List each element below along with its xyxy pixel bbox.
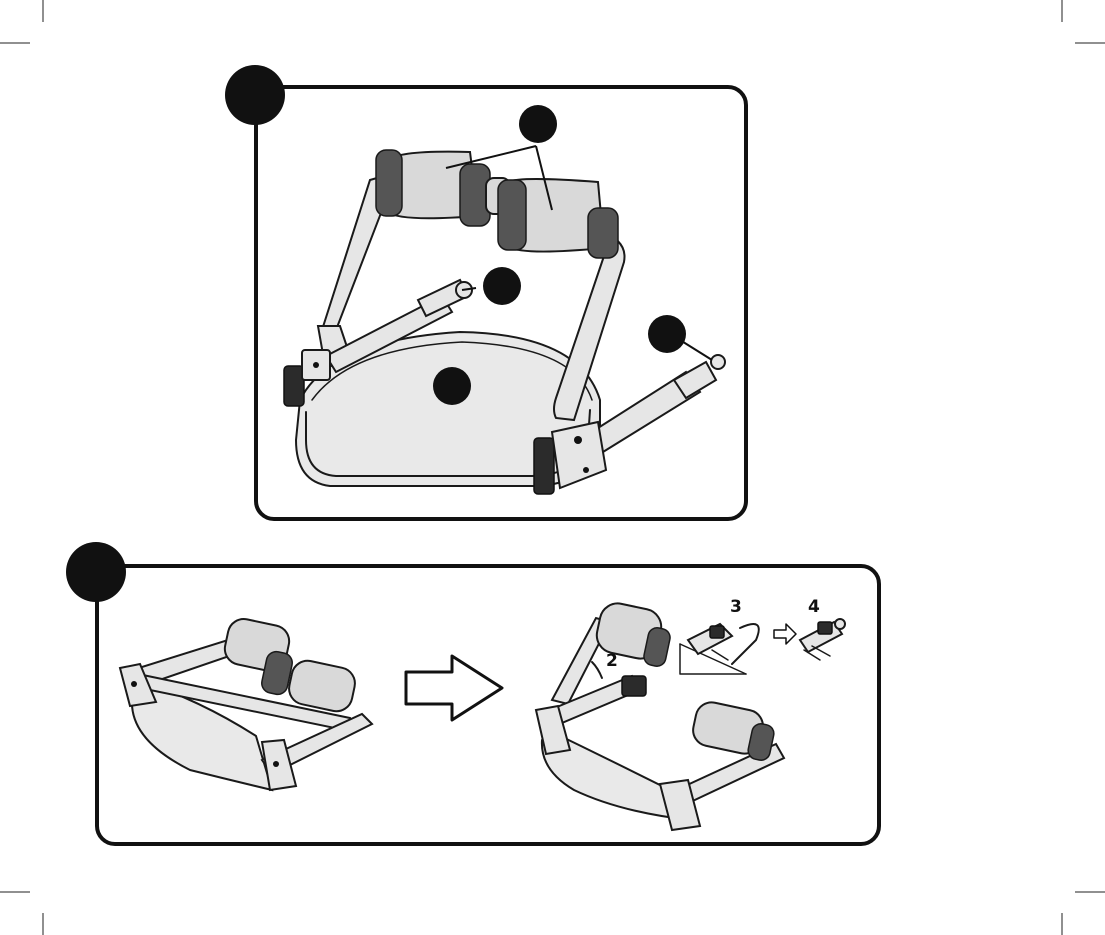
- step-2-label: 2: [606, 651, 618, 671]
- callout-seat: [433, 367, 471, 405]
- callout-roller: [519, 105, 557, 143]
- panel-b: 2 3 4: [66, 542, 879, 844]
- step-4-label: 4: [808, 597, 820, 617]
- callout-right-pin: [648, 315, 686, 353]
- panel-a: [225, 65, 746, 519]
- panel-b-frame: [97, 566, 879, 844]
- callout-left-pin: [483, 267, 521, 305]
- panel-b-badge: [66, 542, 126, 602]
- step-3-label: 3: [730, 597, 742, 617]
- panel-a-badge: [225, 65, 285, 125]
